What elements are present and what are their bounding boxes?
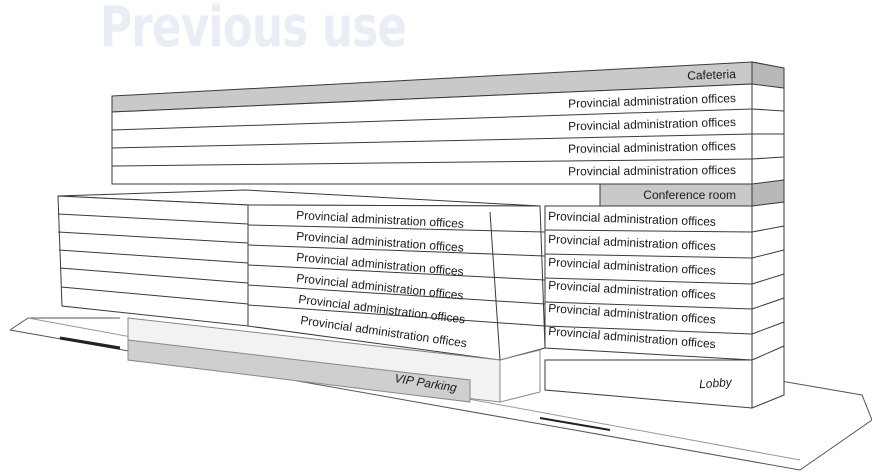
- diagram-title: Previous use: [100, 0, 407, 60]
- front-block: [57, 189, 546, 403]
- upper-floor-label: Provincial administration offices: [568, 91, 736, 111]
- back-tower-labels: Cafeteria Provincial administration offi…: [548, 67, 737, 391]
- lobby-label: Lobby: [699, 375, 734, 391]
- cafeteria-label: Cafeteria: [687, 67, 736, 83]
- conference-room-label: Conference room: [643, 188, 736, 202]
- upper-floor-label: Provincial administration offices: [568, 139, 736, 156]
- back-tower-side: [751, 61, 785, 409]
- upper-floor-label: Provincial administration offices: [568, 163, 736, 178]
- lower-floor-label: Provincial administration offices: [548, 209, 716, 229]
- upper-floor-label: Provincial administration offices: [568, 115, 736, 133]
- back-tower: [111, 61, 785, 409]
- lobby-face: [544, 359, 753, 409]
